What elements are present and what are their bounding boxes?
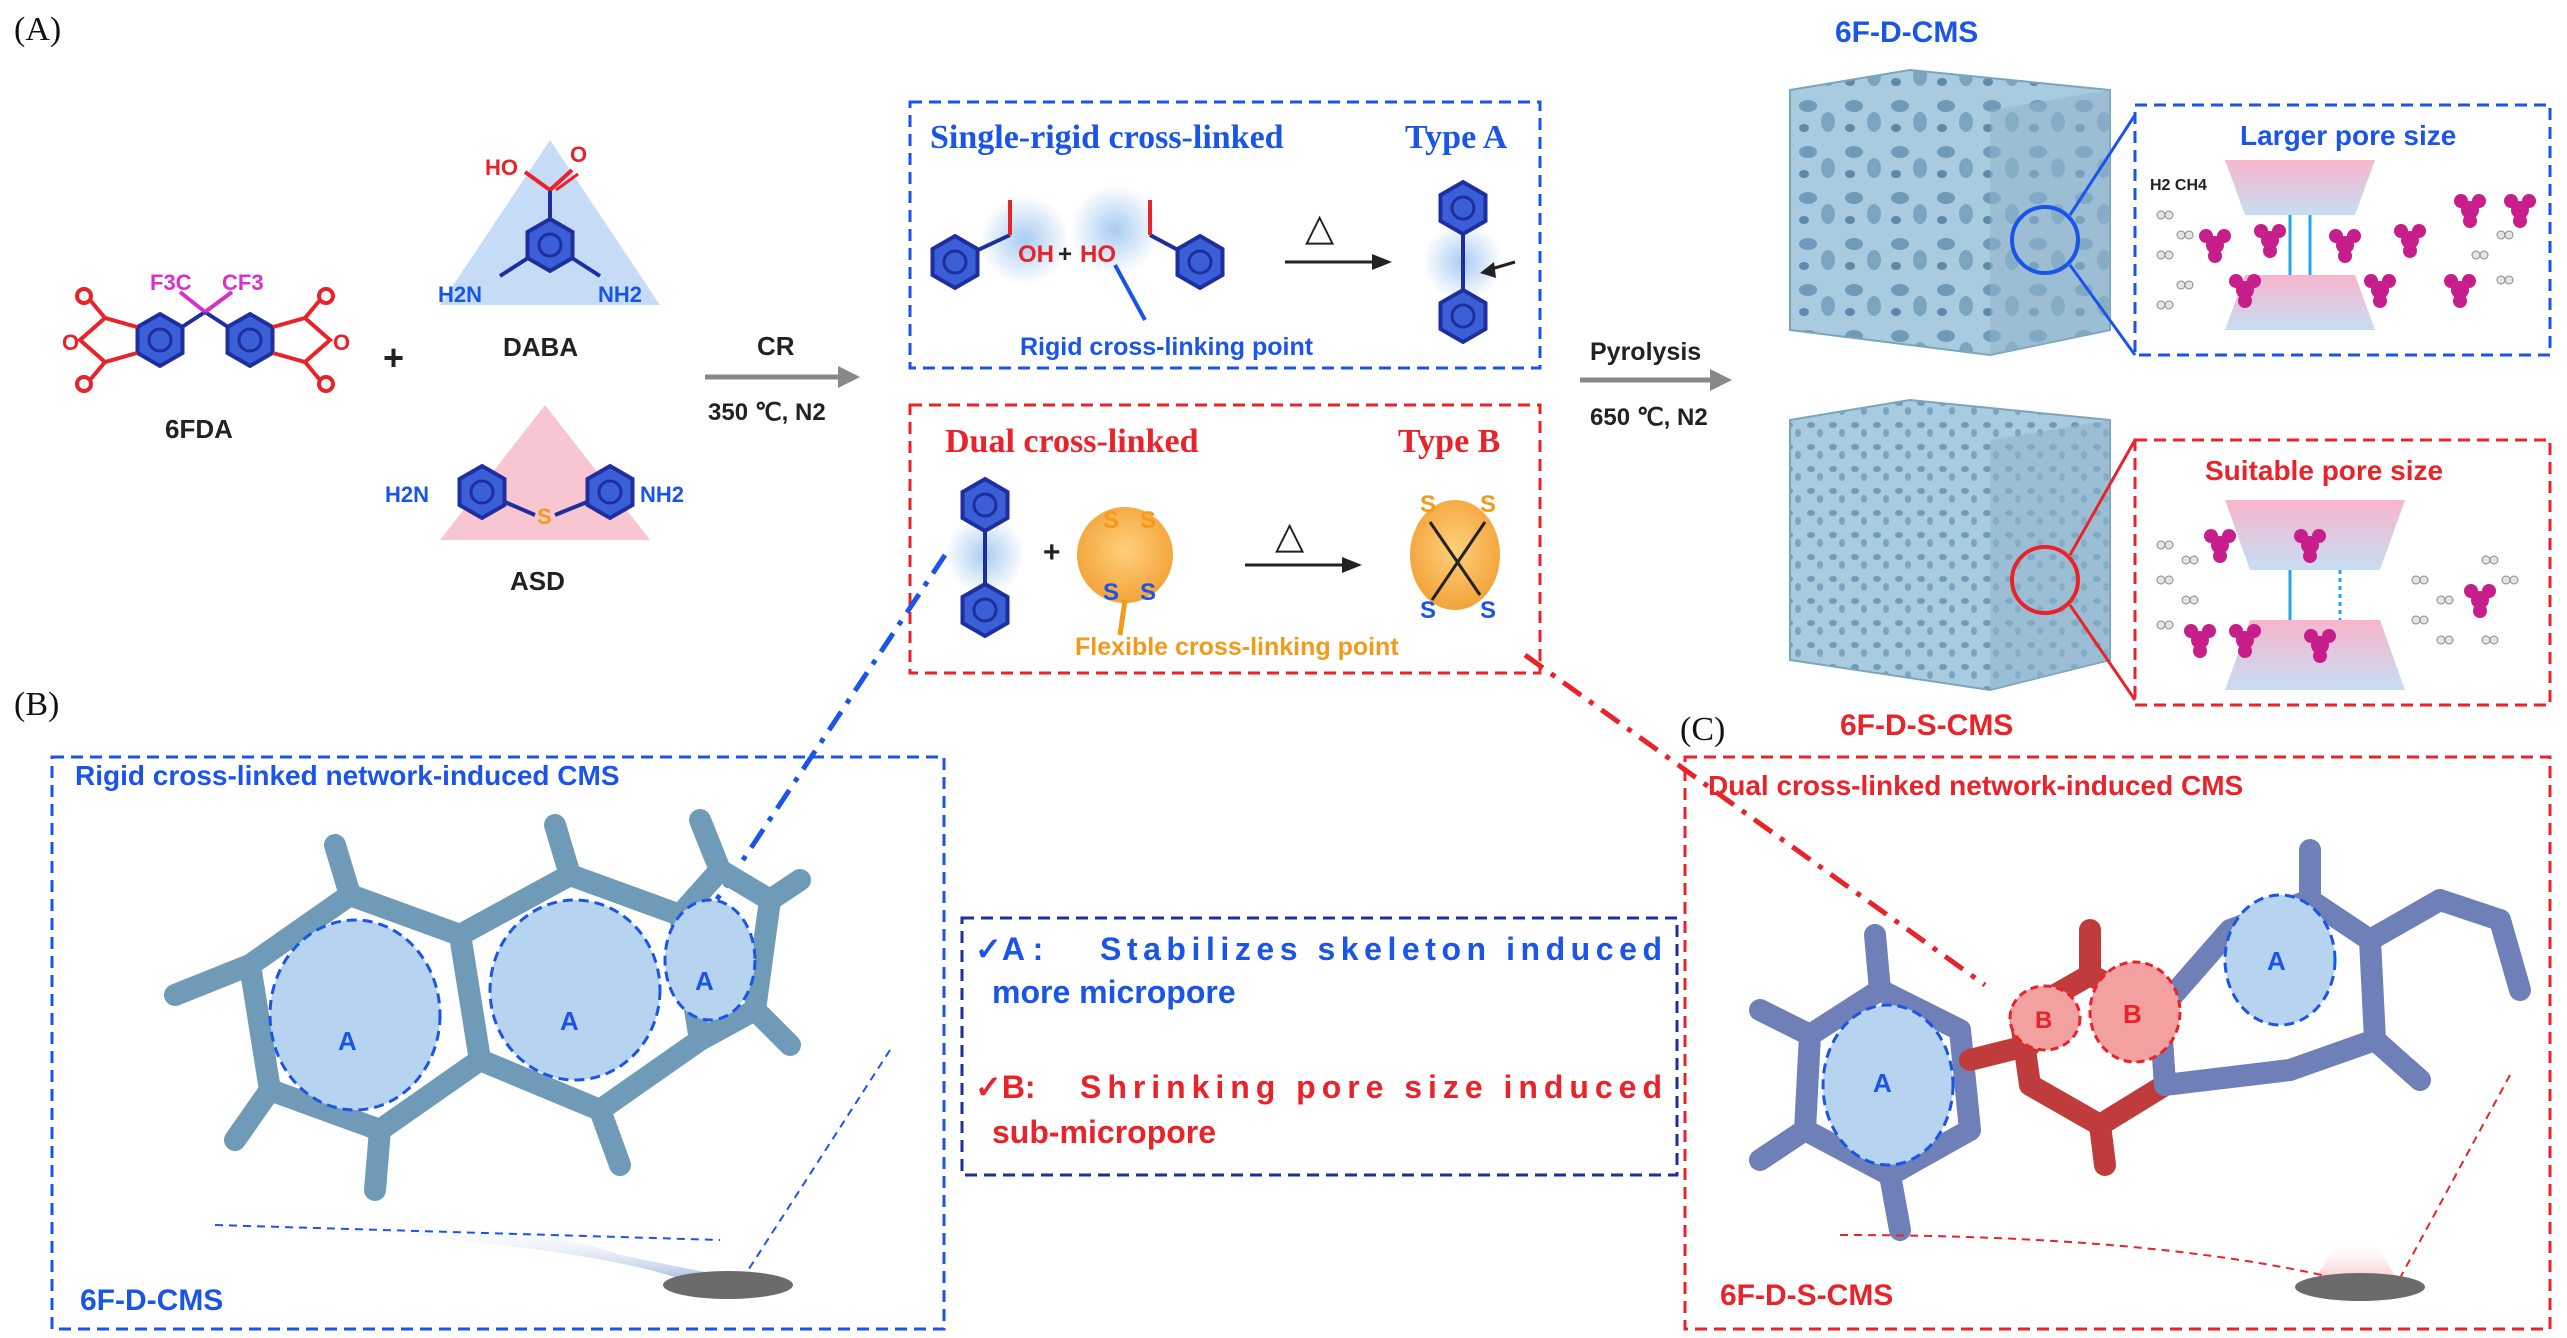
type-b-s5: S (1420, 491, 1436, 518)
type-b-reaction: + S S S S △ S S S S (945, 477, 1500, 638)
panel-b-pore-label-2: A (560, 1006, 579, 1036)
type-b-delta: △ (1275, 515, 1305, 557)
6fda-o-right: O (333, 330, 350, 355)
type-b-box (908, 403, 1542, 675)
panel-c-title: Dual cross-linked network-induced CMS (1708, 770, 2243, 801)
daba-structure: HO O H2N NH2 (438, 142, 642, 307)
cr-arrow (705, 366, 860, 388)
panel-b-network (164, 809, 811, 1201)
daba-ho: HO (485, 155, 518, 180)
asd-nh2: NH2 (640, 482, 684, 507)
asd-label: ASD (510, 566, 565, 596)
type-a-caption: Rigid cross-linking point (1020, 333, 1314, 361)
panel-label-c: (C) (1680, 711, 1725, 748)
asd-s: S (537, 504, 552, 529)
legend-b-head: ✓B: (975, 1069, 1036, 1105)
cms-bottom-cube (1789, 398, 2137, 701)
cms-top-pore-illustration: H2 CH4 (2150, 160, 2536, 330)
legend-a-text1: Stabilizes skeleton induced (1100, 931, 1662, 967)
panel-c-pore-label-a1: A (1873, 1068, 1892, 1098)
cr-condition: 350 ℃, N2 (708, 399, 826, 426)
6fda-structure: O O F3C CF3 (62, 270, 350, 393)
legend-b-text1: Shrinking pore size induced (1080, 1069, 1662, 1105)
6fda-o-left: O (62, 330, 79, 355)
panel-c-magnifier (1839, 1074, 2511, 1301)
6fda-cf3-right: CF3 (222, 270, 264, 295)
legend-b-text2: sub-micropore (992, 1114, 1216, 1150)
type-a-title: Single-rigid cross-linked (930, 119, 1284, 156)
type-b-s7: S (1420, 597, 1436, 624)
connector-red (1523, 652, 1987, 988)
cms-top-cube (1789, 68, 2137, 357)
cms-top-pore-label: Larger pore size (2240, 120, 2456, 151)
panel-b-pore-3 (663, 898, 757, 1022)
panel-c-network (1749, 839, 2531, 1241)
cms-top-pore-box (2133, 103, 2552, 357)
legend-a-head: ✓A : (975, 931, 1043, 967)
asd-h2n: H2N (385, 482, 429, 507)
panel-b-pore-1 (268, 918, 442, 1112)
panel-b-pore-2 (488, 898, 662, 1082)
panel-c-pore-a1 (1821, 1003, 1955, 1167)
type-b-s6: S (1480, 491, 1496, 518)
panel-c-pore-b1 (2008, 984, 2082, 1052)
cms-bottom-pore-label: Suitable pore size (2205, 455, 2443, 486)
panel-c-pore-a2 (2223, 893, 2337, 1027)
legend-a-text2: more micropore (992, 974, 1236, 1010)
cms-top-title: 6F-D-CMS (1835, 16, 1978, 49)
daba-nh2: NH2 (598, 282, 642, 307)
cr-label: CR (757, 331, 795, 361)
panel-c-pore-label-b1: B (2035, 1007, 2052, 1034)
type-b-s1: S (1103, 507, 1119, 534)
6fda-cf3-left: F3C (150, 270, 192, 295)
panel-b-pore-label-1: A (338, 1026, 357, 1056)
asd-structure: S H2N NH2 (385, 464, 684, 529)
type-b-title: Dual cross-linked (945, 423, 1199, 460)
panel-b-label: 6F-D-CMS (80, 1284, 223, 1317)
type-b-plus: + (1043, 536, 1061, 569)
pyrolysis-condition: 650 ℃, N2 (1590, 404, 1708, 431)
panel-b-title: Rigid cross-linked network-induced CMS (75, 760, 620, 791)
panel-c-box (1683, 755, 2552, 1331)
daba-o: O (570, 142, 587, 167)
cms-bottom-pore-box (2133, 438, 2552, 707)
type-b-s4: S (1140, 579, 1156, 606)
legend-box (960, 916, 1679, 1177)
panel-c-label: 6F-D-S-CMS (1720, 1279, 1893, 1312)
type-a-type: Type A (1405, 119, 1508, 156)
panel-c-pore-b2 (2088, 960, 2182, 1064)
type-b-s8: S (1480, 597, 1496, 624)
plus-sign-1: + (383, 337, 404, 378)
type-a-delta: △ (1305, 207, 1335, 249)
cms-top-gas-label: H2 CH4 (2150, 177, 2207, 194)
panel-c-pores: A B B A (1821, 893, 2337, 1167)
daba-label: DABA (503, 332, 578, 362)
type-b-type: Type B (1398, 423, 1500, 460)
type-a-oh: OH (1018, 241, 1054, 268)
panel-label-b: (B) (14, 686, 59, 723)
panel-label-a: (A) (14, 11, 61, 48)
panel-c-pore-label-a2: A (2267, 946, 2286, 976)
pyrolysis-label: Pyrolysis (1590, 338, 1701, 366)
panel-c-pore-label-b2: B (2123, 999, 2142, 1029)
6fda-label: 6FDA (165, 414, 233, 444)
daba-h2n: H2N (438, 282, 482, 307)
type-a-plus: + (1058, 241, 1072, 268)
type-b-caption: Flexible cross-linking point (1075, 633, 1399, 661)
panel-b-magnifier (214, 1049, 891, 1299)
panel-b-box (50, 755, 946, 1331)
type-b-s3: S (1103, 579, 1119, 606)
type-a-box (908, 100, 1542, 370)
type-b-s2: S (1140, 507, 1156, 534)
pyrolysis-arrow (1580, 369, 1732, 391)
type-a-reaction: OH + HO △ (930, 180, 1516, 344)
type-a-ho: HO (1080, 241, 1116, 268)
cms-bottom-pore-illustration (2156, 500, 2519, 690)
panel-b-pore-label-3: A (695, 966, 714, 996)
cms-bottom-title: 6F-D-S-CMS (1840, 709, 2013, 742)
panel-b-pores: A A A (268, 898, 757, 1112)
